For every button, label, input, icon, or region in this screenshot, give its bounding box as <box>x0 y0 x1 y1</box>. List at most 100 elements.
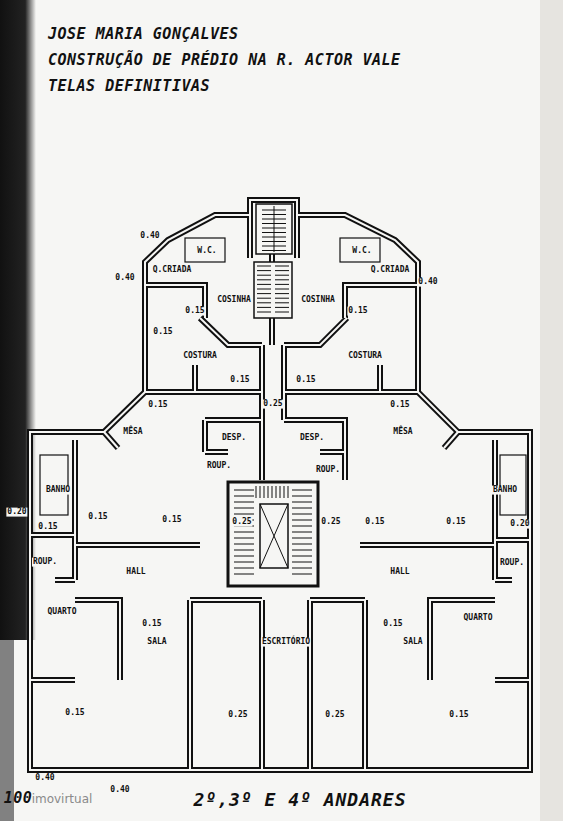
stair-step <box>234 532 254 533</box>
stair-step <box>257 307 271 308</box>
stair-step <box>234 562 254 563</box>
dimension: 0.20 <box>509 520 530 529</box>
stair-step <box>275 270 289 271</box>
wall <box>310 597 365 603</box>
wall <box>362 600 368 770</box>
room-name: ROUP. <box>32 558 58 567</box>
wall-core <box>495 679 530 681</box>
wall-core <box>309 600 311 770</box>
wall <box>30 532 75 538</box>
wall <box>492 440 498 580</box>
wall <box>104 432 118 448</box>
stair-step <box>234 556 254 557</box>
wall-core <box>284 420 345 480</box>
wall <box>75 600 120 680</box>
wall <box>55 577 75 583</box>
wall <box>294 215 300 258</box>
wall-core <box>495 539 530 541</box>
wall-core <box>30 200 530 770</box>
stair-step <box>284 486 285 498</box>
stair-step <box>276 486 277 498</box>
wall <box>281 345 287 420</box>
wall-core <box>30 534 75 536</box>
dimension: 0.20 <box>6 508 27 517</box>
stair-outline <box>228 482 318 586</box>
stair-step <box>275 266 289 267</box>
dimension: 0.25 <box>320 518 341 527</box>
stair-step <box>257 279 271 280</box>
heading-line: CONSTRUÇÃO DE PRÉDIO NA R. ACTOR VALE <box>48 52 401 69</box>
dimension: 0.15 <box>382 620 403 629</box>
room-name: BANHO <box>45 486 71 495</box>
stair-step <box>257 266 271 267</box>
wall <box>307 600 313 770</box>
wall-core <box>444 432 458 448</box>
wall <box>202 420 208 452</box>
stair-step <box>257 298 271 299</box>
wall-core <box>344 420 346 452</box>
wall-core <box>379 365 381 392</box>
fixture <box>185 238 225 262</box>
dimension: 0.15 <box>87 513 108 522</box>
wall <box>187 600 193 770</box>
room-name: QUARTO <box>47 608 78 617</box>
wall <box>247 215 253 258</box>
stair-step <box>275 298 289 299</box>
sheet-number: 100 <box>4 790 33 807</box>
stair-step <box>234 568 254 569</box>
walls <box>30 200 530 770</box>
wall-core <box>189 600 191 770</box>
stair-step <box>275 284 289 285</box>
stair-step <box>274 206 275 252</box>
wall-core <box>296 215 298 258</box>
room-name: HALL <box>389 568 410 577</box>
stair-step <box>292 532 312 533</box>
stair-outline <box>254 262 292 318</box>
wall-core <box>104 432 118 448</box>
wall-core <box>495 579 512 581</box>
dimension: 0.15 <box>295 376 316 385</box>
wall-core <box>284 318 347 345</box>
wall-core <box>364 600 366 770</box>
room-name: HALL <box>125 568 146 577</box>
wall <box>259 600 265 770</box>
wall <box>190 597 262 603</box>
stair-step <box>292 538 312 539</box>
wall-core <box>194 365 196 392</box>
room-name: ROUP. <box>206 462 232 471</box>
wall-core <box>205 420 262 480</box>
stair-step <box>234 550 254 551</box>
room-name: COSTURA <box>347 352 383 361</box>
wall <box>192 365 198 392</box>
stair-step <box>257 275 271 276</box>
stair-step <box>292 490 312 491</box>
dimension: 0.15 <box>161 516 182 525</box>
wall <box>30 200 530 770</box>
dimension: 0.15 <box>229 376 250 385</box>
stair-step <box>275 302 289 303</box>
stair-step <box>257 312 271 313</box>
stair-step <box>268 486 269 498</box>
stair-outline <box>260 504 288 568</box>
wall <box>205 420 262 480</box>
room-name: ROUP. <box>499 559 525 568</box>
stair-step <box>234 544 254 545</box>
stair-step <box>275 275 289 276</box>
dimension: 0.40 <box>139 232 160 241</box>
dimension: 0.25 <box>231 518 252 527</box>
room-name: Q.CRIADA <box>152 266 193 275</box>
wall <box>75 542 200 548</box>
wall-core <box>261 345 263 420</box>
wall <box>284 420 345 480</box>
dimension: 0.15 <box>147 401 168 410</box>
wall-core <box>249 215 251 258</box>
room-name: Q.CRIADA <box>370 266 411 275</box>
wall-core <box>345 285 418 318</box>
wall-core <box>145 285 205 318</box>
wall <box>360 542 495 548</box>
room-name: ESCRITÓRIO <box>261 638 311 647</box>
stair-step <box>234 574 254 575</box>
wall <box>259 345 265 420</box>
room-name: SALA <box>402 638 423 647</box>
wall <box>495 537 530 543</box>
